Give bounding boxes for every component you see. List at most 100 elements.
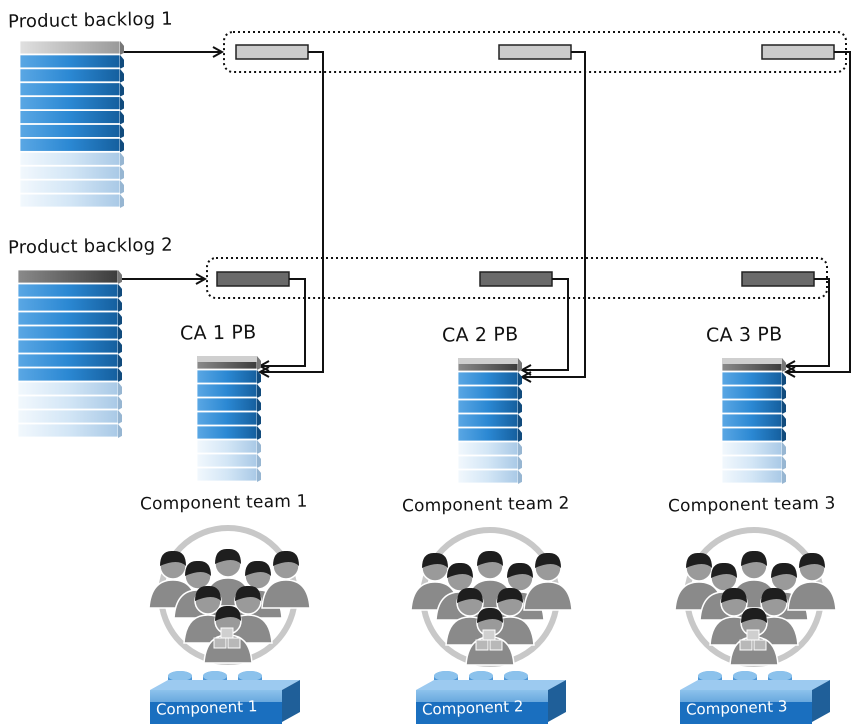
product-backlog-2-stack-slab xyxy=(17,381,119,396)
component-1-block-label-band xyxy=(150,702,282,724)
ca3-pb-stack-slab xyxy=(721,413,783,428)
ca1-pb-stack-bevel xyxy=(257,412,261,426)
pb2-items-group xyxy=(206,257,828,299)
product-backlog-1-stack-slab xyxy=(19,151,121,166)
ca3-pb-stack-slab xyxy=(721,441,783,456)
ca1-pb-stack-bevel xyxy=(257,384,261,398)
ca3-pb-stack-bevel xyxy=(782,442,786,456)
product-backlog-1-stack-slab xyxy=(19,179,121,194)
product-backlog-2-stack-bevel xyxy=(118,326,122,340)
ca2-pb-stack-bevel xyxy=(518,456,522,470)
product-backlog-1-stack-slab xyxy=(19,54,121,69)
ca2-pb-label: CA 2 PB xyxy=(441,323,519,347)
product-backlog-2-stack-slab xyxy=(17,283,119,298)
ca3-pb-stack-bevel xyxy=(782,358,786,372)
product-backlog-2-stack-slab xyxy=(17,367,119,382)
ca1-pb-stack-slab xyxy=(196,383,258,398)
ca3-pb-stack-slab xyxy=(721,371,783,386)
product-backlog-1-stack-bevel xyxy=(120,138,124,153)
component-2-block-label-band xyxy=(416,702,548,724)
product-backlog-1-stack-bevel xyxy=(120,41,124,55)
product-backlog-1-stack-bevel xyxy=(120,180,124,195)
product-backlog-2-stack-slab xyxy=(17,353,119,368)
product-backlog-1-stack-slab xyxy=(19,82,121,97)
ca2-pb-stack-slab xyxy=(457,399,519,414)
ca1-pb-stack-slab xyxy=(196,425,258,440)
pb2-item-1 xyxy=(216,271,290,287)
ca2-pb-stack-slab xyxy=(457,441,519,456)
component-team-2-label: Component team 2 xyxy=(401,493,570,517)
product-backlog-2-stack-bevel xyxy=(118,298,122,312)
ca1-pb-stack-bevel xyxy=(257,440,261,454)
cube-icon xyxy=(739,639,753,651)
ca1-pb-stack-slab xyxy=(196,439,258,454)
product-backlog-1-label: Product backlog 1 xyxy=(7,8,174,33)
ca2-pb-stack-slab xyxy=(457,371,519,386)
cube-icon xyxy=(220,627,234,639)
ca1-pb-top xyxy=(197,356,257,362)
ca2-pb-stack-bevel xyxy=(518,442,522,456)
cube-icon xyxy=(227,637,241,649)
product-backlog-2-stack-bevel xyxy=(118,312,122,326)
component-3-label: Component 3 xyxy=(685,697,788,719)
ca3-pb-stack-bevel xyxy=(782,372,786,386)
ca2-pb-top xyxy=(458,358,518,364)
ca3-pb-stack-bevel xyxy=(782,400,786,414)
component-2-block xyxy=(416,671,566,724)
ca1-pb-stack-slab xyxy=(196,369,258,384)
product-backlog-1-stack-bevel xyxy=(120,194,124,208)
connector-pb2-ca2 xyxy=(522,278,569,370)
ca3-pb-stack-slab xyxy=(721,399,783,414)
connector-pb2-ca3 xyxy=(786,278,830,366)
pb2-item-2 xyxy=(479,271,553,287)
ca3-pb-stack-bevel xyxy=(782,428,786,442)
pb1-items-group xyxy=(223,31,847,73)
product-backlog-2-stack-bevel xyxy=(118,410,122,424)
ca2-pb-stack-slab xyxy=(457,427,519,442)
product-backlog-2-stack-bevel xyxy=(118,396,122,410)
product-backlog-2-stack-slab xyxy=(17,395,119,410)
ca3-pb-stack xyxy=(721,357,786,484)
ca3-pb-stack-slab xyxy=(721,385,783,400)
ca1-pb-stack-slab xyxy=(196,397,258,412)
ca3-pb-stack-bevel xyxy=(782,470,786,484)
person-icon xyxy=(410,552,460,611)
ca1-pb-stack xyxy=(196,355,261,482)
product-backlog-2-stack xyxy=(17,269,122,438)
component-1-label: Component 1 xyxy=(155,697,258,719)
cube-icon xyxy=(753,639,767,651)
ca1-pb-stack-bevel xyxy=(257,356,261,370)
product-backlog-2-stack-bevel xyxy=(118,340,122,354)
product-backlog-1-stack-slab xyxy=(19,193,121,208)
product-backlog-2-stack-bevel xyxy=(118,270,122,284)
ca2-pb-stack-bevel xyxy=(518,386,522,400)
component-team-3-icon xyxy=(674,527,837,667)
ca1-pb-stack-bevel xyxy=(257,370,261,384)
ca3-pb-stack-slab xyxy=(721,469,783,484)
product-backlog-2-stack-bevel xyxy=(118,368,122,382)
component-team-3-label: Component team 3 xyxy=(667,493,836,517)
product-backlog-1-stack-slab xyxy=(19,110,121,124)
ca2-pb-stack-slab xyxy=(457,469,519,484)
product-backlog-2-stack-slab xyxy=(17,325,119,340)
ca3-pb-stack-slab xyxy=(721,427,783,442)
ca2-pb-stack-bevel xyxy=(518,414,522,428)
ca1-pb-stack-slab xyxy=(196,411,258,426)
pb1-item-2 xyxy=(498,44,572,60)
product-backlog-2-label: Product backlog 2 xyxy=(7,234,174,259)
ca2-pb-stack-bevel xyxy=(518,358,522,372)
connector-pb1-ca3 xyxy=(786,51,851,372)
product-backlog-2-stack-bevel xyxy=(118,284,122,298)
ca3-pb-label: CA 3 PB xyxy=(705,323,783,347)
person-icon xyxy=(787,552,837,611)
product-backlog-2-stack-bevel xyxy=(118,354,122,368)
ca1-pb-stack-slab xyxy=(196,453,258,468)
connector-pb1-ca2 xyxy=(522,51,586,377)
product-backlog-2-stack-slab xyxy=(17,311,119,326)
ca2-pb-stack-slab xyxy=(457,413,519,428)
component-2-label: Component 2 xyxy=(421,697,524,719)
product-backlog-1-stack-bevel xyxy=(120,82,124,97)
ca3-pb-stack-slab xyxy=(721,455,783,470)
product-backlog-1-stack-bevel xyxy=(120,152,124,167)
